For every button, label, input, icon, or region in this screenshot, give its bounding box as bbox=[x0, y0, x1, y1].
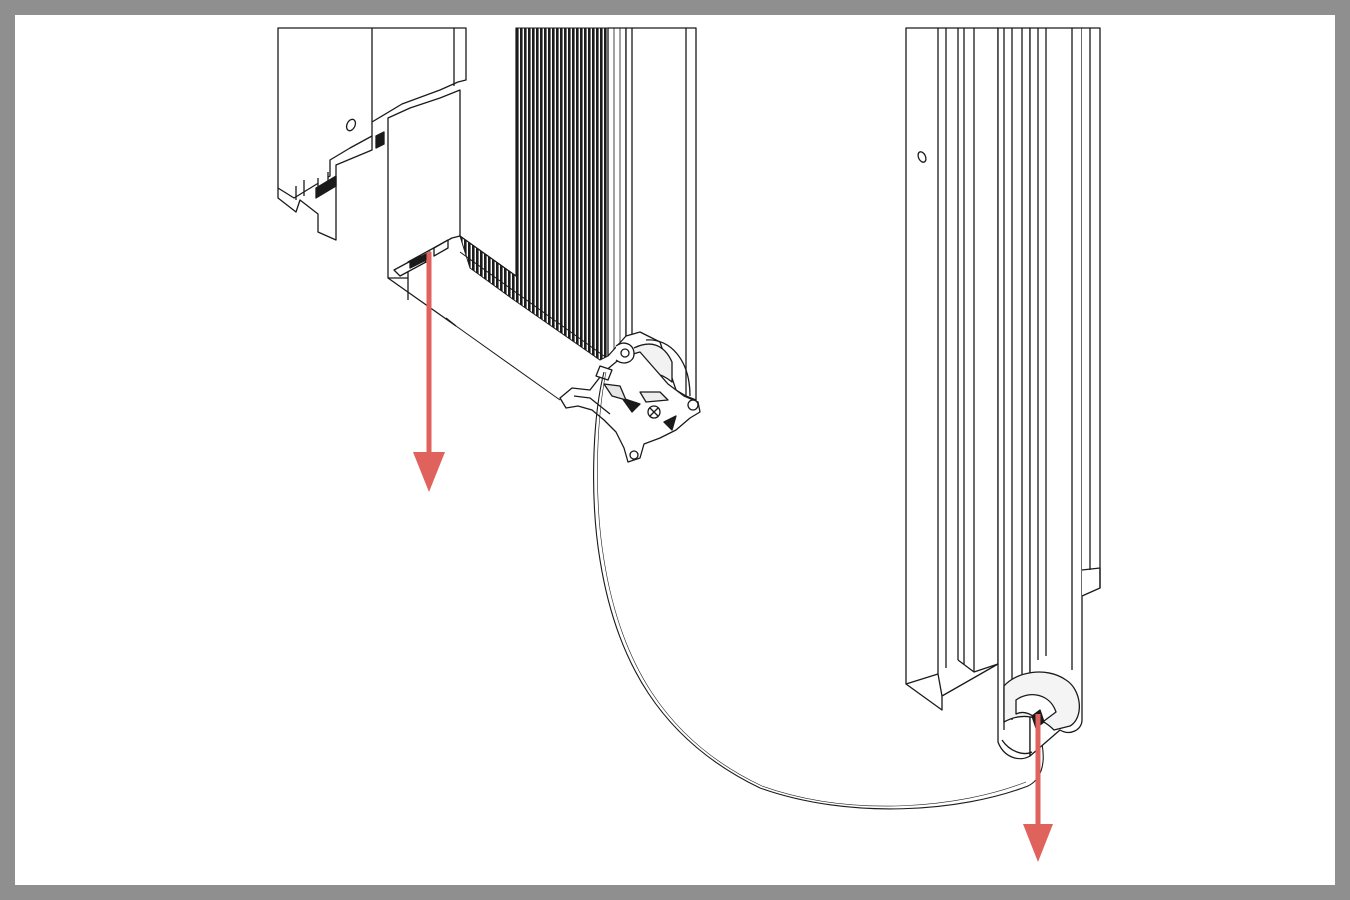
pull-cord bbox=[593, 371, 1044, 810]
diagram-frame bbox=[15, 15, 1335, 885]
left-down-arrow bbox=[413, 252, 445, 492]
right-side-rail bbox=[905, 27, 999, 711]
right-down-arrow bbox=[1023, 714, 1053, 862]
right-channel-profile bbox=[997, 27, 1101, 760]
left-head-rail-profile bbox=[277, 27, 467, 327]
assembly-drawing bbox=[277, 27, 1101, 862]
pleated-fabric bbox=[455, 27, 609, 401]
